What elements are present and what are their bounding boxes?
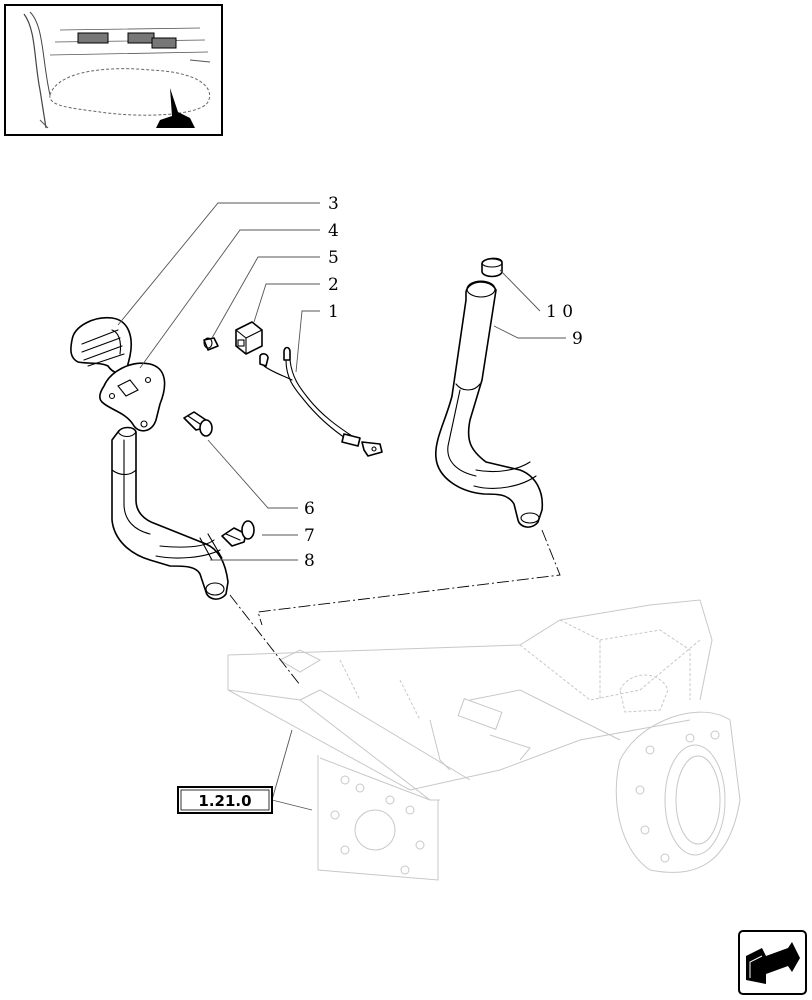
callout-5: 5	[328, 248, 339, 268]
switch-part-2	[235, 321, 263, 355]
callout-8: 8	[304, 551, 315, 571]
lever-part-8	[111, 426, 229, 600]
next-page-arrow-icon[interactable]	[738, 930, 807, 995]
reference-label: 1.21.0	[198, 792, 251, 810]
plate-part-4	[99, 362, 166, 432]
wiring-harness-part-1	[259, 346, 383, 457]
bolt-part-6	[183, 411, 213, 437]
callout-9: 9	[572, 329, 583, 349]
callout-leaders	[117, 202, 566, 811]
lever-part-9	[435, 280, 544, 528]
callout-numbers: 3 4 5 2 1 1 0 9 6 7 8	[304, 194, 583, 571]
transmission-housing-ghost	[227, 599, 741, 881]
callout-10: 1 0	[546, 302, 573, 322]
bolt-part-7	[221, 520, 255, 547]
callout-2: 2	[328, 275, 339, 295]
knob-part-3	[70, 316, 132, 375]
callout-6: 6	[304, 499, 315, 519]
assembly-axis-lines	[229, 529, 561, 686]
reference-link-1-21-0[interactable]: 1.21.0	[177, 786, 273, 814]
callout-3: 3	[328, 194, 339, 214]
screw-part-5	[203, 337, 219, 351]
tractor-overview-thumbnail-icon	[4, 4, 223, 136]
callout-1: 1	[328, 302, 339, 322]
callout-4: 4	[328, 221, 339, 241]
callout-7: 7	[304, 526, 315, 546]
cap-part-10	[481, 257, 503, 278]
